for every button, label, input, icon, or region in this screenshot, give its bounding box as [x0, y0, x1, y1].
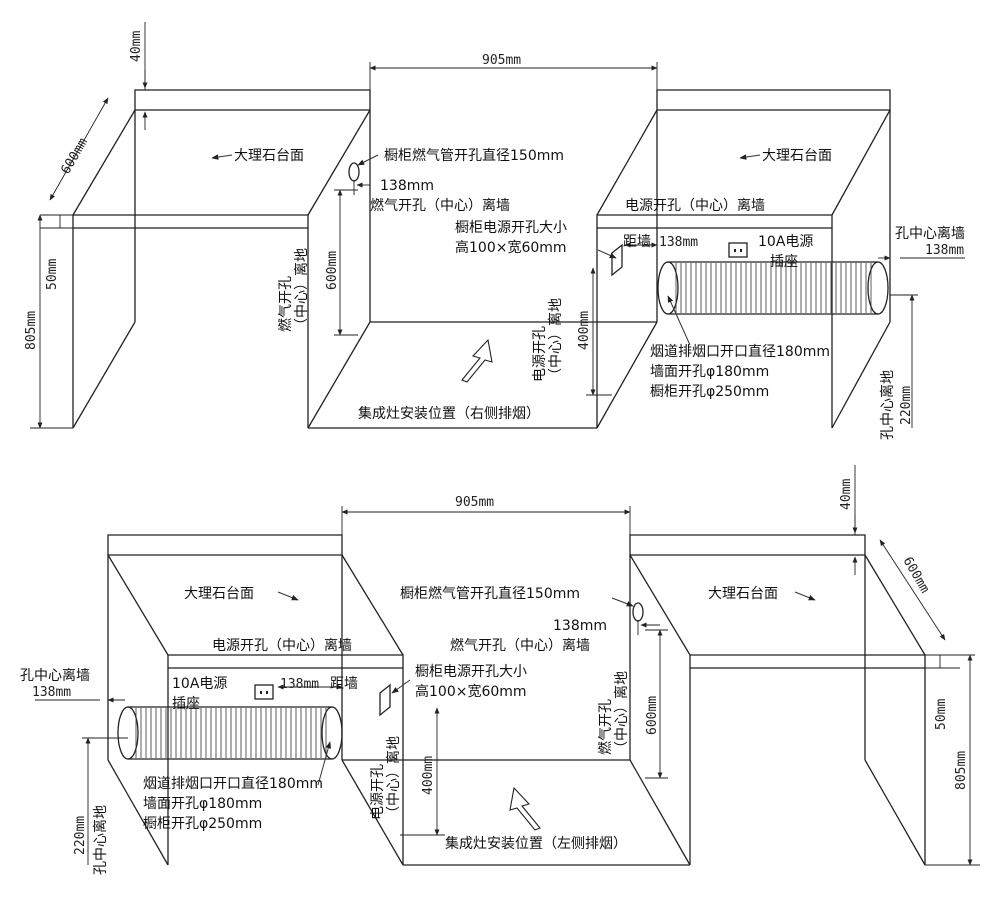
bottom-leaders	[277, 591, 816, 831]
bottom-flue-1: 烟道排烟口开口直径180mm	[143, 775, 323, 792]
bottom-dim-600-gas: 600mm	[645, 696, 660, 735]
top-gas-138: 138mm	[380, 178, 434, 194]
bottom-dim-905: 905mm	[455, 495, 494, 510]
bottom-right-cabinet	[629, 534, 926, 866]
bottom-dist-wall: 距墙	[330, 676, 358, 692]
top-diagram: 905mm 40mm 600mm 50mm 805mm 大理石台面 大理石台面 …	[24, 22, 965, 440]
top-flue-duct	[657, 261, 889, 315]
bottom-power-vert-a: 电源开孔	[370, 764, 386, 820]
bottom-hole-center: 孔中心离墙	[20, 667, 90, 684]
bottom-gas-vert-b: （中心）离地	[613, 671, 630, 755]
bottom-gas-hole	[632, 602, 644, 622]
bottom-gas-center: 燃气开孔（中心）离墙	[450, 637, 590, 654]
top-gas-center: 燃气开孔（中心）离墙	[370, 197, 510, 214]
bottom-socket-label-1: 10A电源	[172, 676, 227, 692]
bottom-install-arrow-icon	[509, 786, 541, 831]
top-dim-40: 40mm	[129, 31, 144, 62]
top-right-cabinet	[596, 89, 891, 429]
top-install-arrow-icon	[461, 338, 493, 383]
top-dist-wall: 距墙	[623, 234, 651, 250]
top-flue-3: 橱柜开孔φ250mm	[650, 384, 769, 400]
top-socket-icon	[728, 242, 748, 258]
top-gas-hole	[348, 162, 360, 182]
top-dim-905: 905mm	[482, 53, 521, 68]
bottom-diagram: 905mm 40mm 600mm 50mm 805mm 大理石台面 大理石台面 …	[20, 465, 980, 875]
bottom-marble-right: 大理石台面	[708, 586, 778, 602]
bottom-dim-805: 805mm	[954, 751, 969, 790]
bottom-dim-220: 220mm	[73, 816, 88, 855]
bottom-flue-2: 墙面开孔φ180mm	[143, 796, 262, 812]
bottom-install-label: 集成灶安装位置（左侧排烟）	[445, 835, 627, 852]
bottom-dimensions	[35, 465, 980, 866]
bottom-hole-ground: 孔中心离地	[92, 805, 109, 875]
bottom-power-vert-b: （中心）离地	[385, 736, 402, 820]
top-dim-50: 50mm	[45, 259, 60, 290]
bottom-dim-600-depth: 600mm	[900, 555, 933, 597]
top-flue-2: 墙面开孔φ180mm	[650, 364, 769, 380]
top-leaders	[211, 154, 761, 383]
bottom-gas-vert-a: 燃气开孔	[597, 699, 614, 755]
top-dim-400: 400mm	[577, 311, 592, 350]
bottom-dist-138: 138mm	[280, 677, 319, 692]
bottom-hole-138: 138mm	[32, 685, 71, 700]
top-gas-vert-b: （中心）离地	[293, 248, 310, 332]
bottom-flue-3: 橱柜开孔φ250mm	[143, 816, 262, 832]
top-dist-138: 138mm	[659, 235, 698, 250]
top-dim-600-gas: 600mm	[325, 251, 340, 290]
bottom-gas-138: 138mm	[553, 618, 607, 634]
bottom-gas-hole-label: 橱柜燃气管开孔直径150mm	[400, 585, 580, 602]
top-gas-vert-a: 燃气开孔	[277, 276, 294, 332]
bottom-socket-label-2: 插座	[172, 696, 200, 712]
top-hole-center: 孔中心离墙	[895, 225, 965, 242]
bottom-socket-icon	[254, 684, 274, 700]
top-power-vert-a: 电源开孔	[532, 326, 548, 382]
top-install-label: 集成灶安装位置（右侧排烟）	[358, 405, 540, 422]
bottom-power-size-1: 橱柜电源开孔大小	[415, 664, 527, 680]
top-dim-220: 220mm	[899, 386, 914, 425]
bottom-flue-duct	[117, 706, 343, 760]
top-flue-1: 烟道排烟口开口直径180mm	[650, 343, 830, 360]
bottom-power-size-2: 高100×宽60mm	[415, 683, 527, 700]
top-hole-138: 138mm	[925, 243, 964, 258]
top-power-center: 电源开孔（中心）离墙	[625, 197, 765, 214]
top-dim-805: 805mm	[24, 311, 39, 350]
bottom-power-center: 电源开孔（中心）离墙	[212, 637, 352, 654]
top-marble-right: 大理石台面	[762, 148, 832, 164]
top-power-size-2: 高100×宽60mm	[455, 239, 567, 256]
top-gas-hole-label: 橱柜燃气管开孔直径150mm	[384, 147, 564, 164]
top-power-size-1: 橱柜电源开孔大小	[455, 220, 567, 236]
top-hole-ground: 孔中心离地	[879, 370, 896, 440]
bottom-dim-400: 400mm	[421, 756, 436, 795]
bottom-marble-left: 大理石台面	[184, 586, 254, 602]
bottom-power-hole	[379, 683, 391, 717]
top-power-vert-b: （中心）离地	[547, 298, 564, 382]
top-dimensions	[30, 22, 965, 429]
top-dim-600-depth: 600mm	[58, 135, 91, 177]
top-socket-label-2: 插座	[770, 254, 798, 270]
top-marble-left: 大理石台面	[234, 148, 304, 164]
top-power-hole	[611, 243, 623, 277]
bottom-dim-50: 50mm	[934, 699, 949, 730]
top-socket-label-1: 10A电源	[758, 234, 813, 250]
bottom-dim-40: 40mm	[839, 479, 854, 510]
